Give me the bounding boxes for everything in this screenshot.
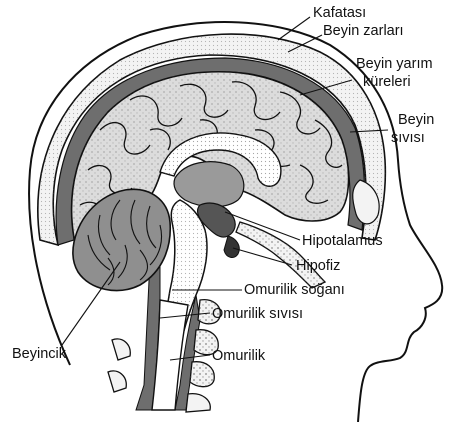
leader-lines bbox=[61, 16, 389, 361]
label-omurilik: Omurilik bbox=[212, 348, 266, 364]
label-beyin-yarim-line1: Beyin yarım bbox=[356, 56, 433, 72]
label-omurilik-sivisi: Omurilik sıvısı bbox=[212, 306, 303, 322]
skull-base-texture bbox=[236, 222, 325, 288]
cerebellum-folia bbox=[87, 199, 163, 286]
pituitary bbox=[223, 235, 240, 258]
leader-beyincik bbox=[61, 261, 121, 346]
leader-beyin-yarim bbox=[299, 79, 353, 96]
leader-kafatasi bbox=[277, 16, 311, 41]
label-kafatasi: Kafatası bbox=[313, 5, 366, 21]
spinal-cord bbox=[151, 299, 189, 411]
leader-omurilik bbox=[169, 354, 211, 361]
label-hipofiz: Hipofiz bbox=[296, 258, 340, 274]
label-hipotalamus: Hipotalamus bbox=[302, 233, 383, 249]
label-beyin-yarim-line2: küreleri bbox=[363, 74, 411, 90]
label-beyin-sivisi-line2: sıvısı bbox=[391, 130, 425, 146]
leader-beyin-sivisi bbox=[349, 129, 389, 133]
vertebrae-texture bbox=[190, 299, 221, 387]
gyri-lines bbox=[79, 81, 343, 219]
thalamus bbox=[173, 161, 245, 208]
frontal-sinus bbox=[352, 179, 380, 225]
cerebellum bbox=[72, 188, 172, 292]
label-beyin-zarlari: Beyin zarları bbox=[323, 23, 404, 39]
leader-hipotalamus bbox=[224, 211, 301, 241]
leader-hipofiz bbox=[232, 247, 293, 266]
label-beyin-sivisi-line1: Beyin bbox=[398, 112, 434, 128]
leader-omurilik-sivisi bbox=[159, 312, 211, 319]
corpus-callosum-texture bbox=[160, 133, 281, 187]
label-omurilik-sogani: Omurilik soğanı bbox=[244, 282, 345, 298]
head-outline bbox=[28, 21, 444, 423]
leader-beyin-zarlari bbox=[287, 34, 323, 53]
label-beyincik: Beyincik bbox=[12, 346, 67, 362]
